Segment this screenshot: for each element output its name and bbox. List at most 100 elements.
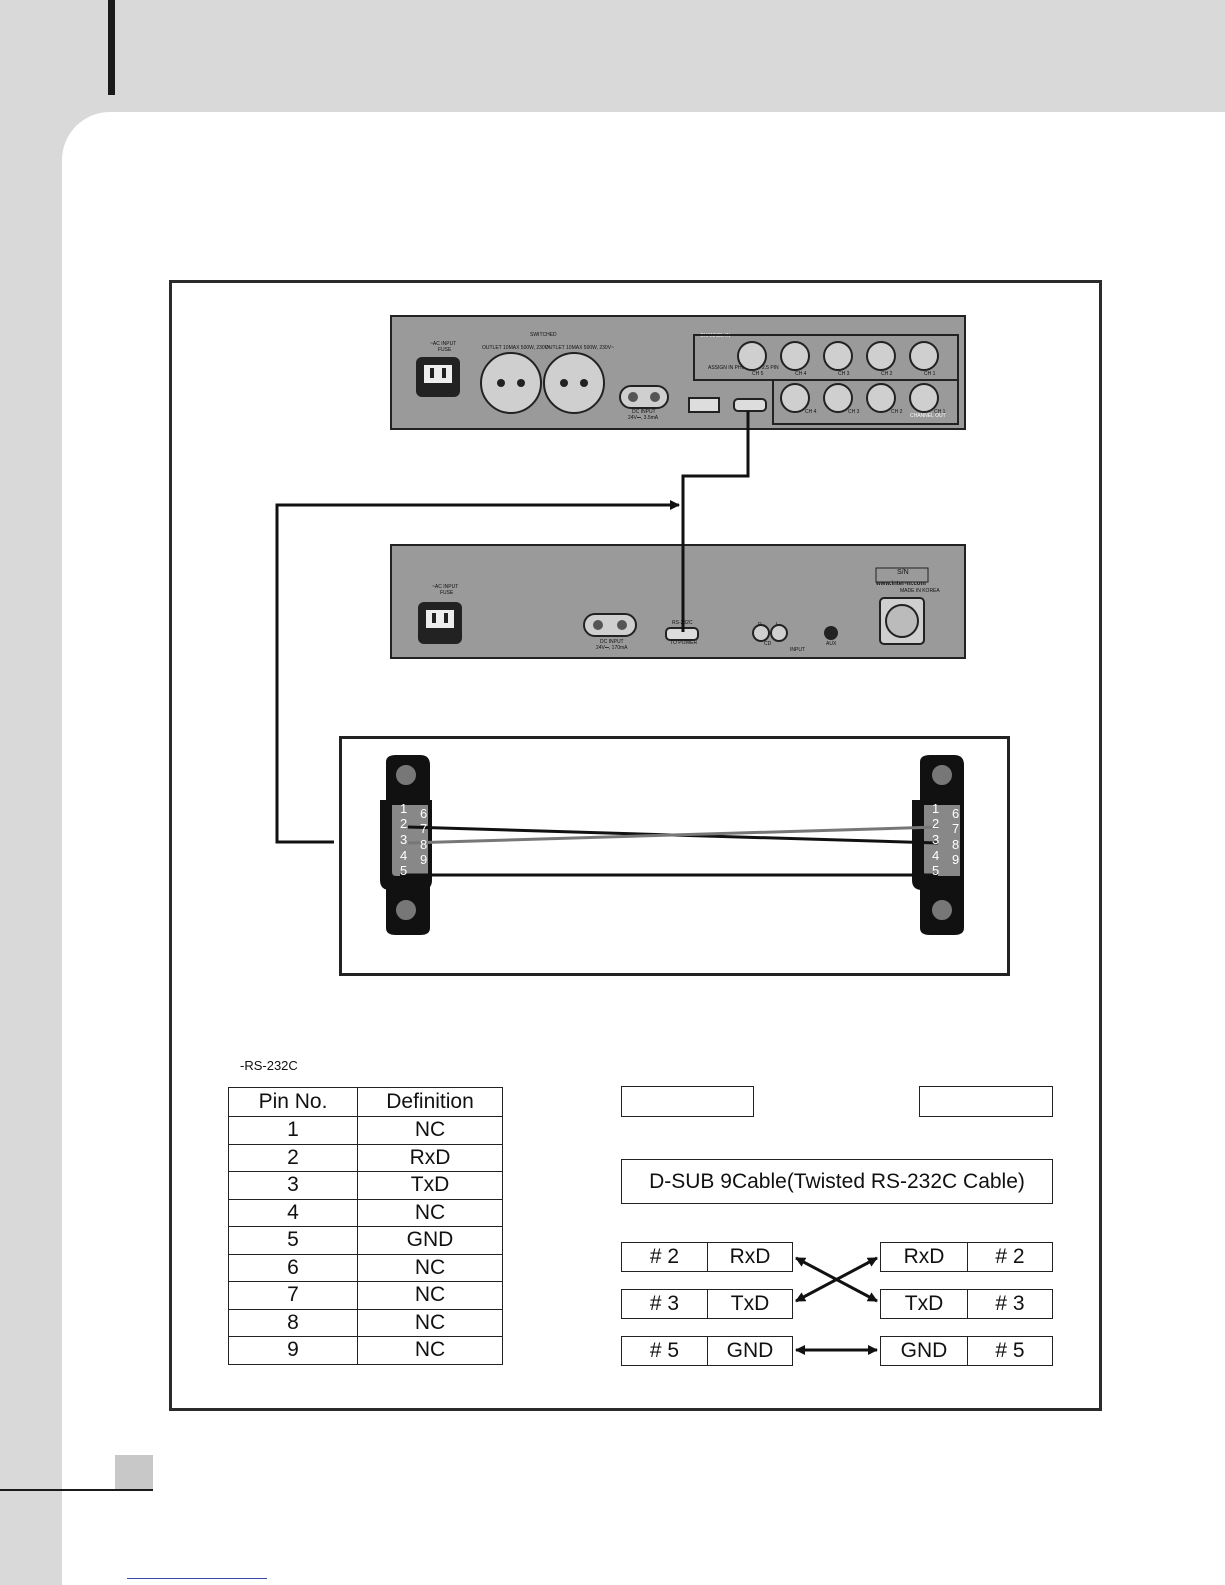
left-pin-9: 9 [420,852,428,867]
top-rs232-port-icon [733,398,767,412]
bottom-ac-inlet-icon [418,602,462,644]
bottom-fuse-label: FUSE [440,590,454,596]
definition-cell: NC [357,1281,503,1310]
cd-rca-jacks-icon [752,624,788,642]
row2-left-signal: TxD [707,1289,793,1319]
top-terminal-block-icon [688,397,720,413]
pin-cell: 1 [228,1116,358,1145]
pin-cell: 5 [228,1226,358,1255]
channel-out-section [772,379,959,425]
top-outlet-2-label: OUTLET 10MAX 500W, 230V~ [545,345,614,351]
definition-cell: NC [357,1253,503,1282]
left-pin-5: 5 [400,863,408,878]
ch-in-label-2: CH 2 [881,371,893,377]
channel-out-label: CHANNEL OUT [910,413,946,419]
row1-left-signal: RxD [707,1242,793,1272]
top-dc-input-label: DC INPUT [632,409,656,415]
input-aux-label: AUX [826,641,837,647]
definition-cell: RxD [357,1143,503,1172]
row3-right-pin: # 5 [967,1336,1053,1366]
pin-table-caption: -RS-232C [240,1058,298,1073]
bottom-to-power-label: TO POWER [670,640,698,646]
ch-out-label-3: CH 3 [848,409,860,415]
definition-cell: TxD [357,1171,503,1200]
definition-cell: NC [357,1198,503,1227]
top-ac-inlet-icon [416,357,460,397]
pin-cell: 8 [228,1308,358,1337]
top-outlet-2-icon [543,352,605,414]
aux-jack-icon [824,626,838,640]
top-dc-spec-label: 24V⎓, 3.5mA [628,415,659,421]
footer-link-underline[interactable] [127,1578,267,1579]
row1-right-signal: RxD [880,1242,968,1272]
sn-label-frame [875,567,929,583]
output-xlr-icon [879,597,925,645]
right-device-label-box [919,1086,1053,1117]
sn-label: S/N [897,569,909,576]
definition-cell: NC [357,1308,503,1337]
ch-out-label-4: CH 4 [805,409,817,415]
made-in-label: MADE IN KOREA [900,588,940,594]
bottom-dc-spec-label: 24V⎓, 170mA [596,645,628,651]
pin-cell: 6 [228,1253,358,1282]
bottom-dc-input-icon [583,613,637,637]
row3-right-signal: GND [880,1336,968,1366]
db9-connector-left [380,755,432,935]
left-device-label-box [621,1086,754,1117]
top-outlet-1-label: OUTLET 10MAX 500W, 230V~ [482,345,551,351]
ch-in-label-5: CH 5 [752,371,764,377]
top-dc-input-icon [619,385,669,409]
footer-rule [0,1489,153,1491]
pin-cell: 9 [228,1336,358,1365]
row2-right-signal: TxD [880,1289,968,1319]
right-pin-2: 2 [932,816,940,831]
table-header-row: Pin No. Definition [228,1087,503,1117]
right-pin-7: 7 [952,821,960,836]
top-outlet-1-icon [480,352,542,414]
right-pin-4: 4 [932,848,940,863]
ch-out-label-1: CH 1 [934,409,946,415]
pin-cell: 3 [228,1171,358,1200]
right-pin-1: 1 [932,801,940,816]
wire-pin3-to-pin2 [407,825,939,845]
top-switched-label: SWITCHED [530,332,557,338]
input-label: INPUT [790,647,805,653]
left-pin-2: 2 [400,816,408,831]
cross-arrow-rxd-txd-b [795,1256,878,1303]
page-number-tab [115,1455,153,1489]
definition-cell: GND [357,1226,503,1255]
definition-cell: NC [357,1336,503,1365]
left-pin-3: 3 [400,832,408,847]
ch-in-label-1: CH 1 [924,371,936,377]
row1-right-pin: # 2 [967,1242,1053,1272]
pin-cell: 4 [228,1198,358,1227]
right-pin-5: 5 [932,863,940,878]
right-pin-6: 6 [952,806,960,821]
header-pin-no: Pin No. [228,1087,358,1117]
ch-in-label-3: CH 3 [838,371,850,377]
cable-label-box: D-SUB 9Cable(Twisted RS-232C Cable) [621,1159,1053,1204]
row1-left-pin: # 2 [621,1242,708,1272]
left-pin-7: 7 [420,821,428,836]
right-pin-8: 8 [952,837,960,852]
row2-left-pin: # 3 [621,1289,708,1319]
ch-out-label-2: CH 2 [891,409,903,415]
left-pin-1: 1 [400,801,408,816]
website-label: www.inter-m.com [876,581,926,587]
pin-cell: 7 [228,1281,358,1310]
right-pin-9: 9 [952,852,960,867]
definition-cell: NC [357,1116,503,1145]
top-fuse-label: FUSE [438,347,452,353]
connector-detail-box [339,736,1010,976]
right-pin-3: 3 [932,832,940,847]
row2-right-pin: # 3 [967,1289,1053,1319]
bottom-dc-input-label: DC INPUT [600,639,624,645]
